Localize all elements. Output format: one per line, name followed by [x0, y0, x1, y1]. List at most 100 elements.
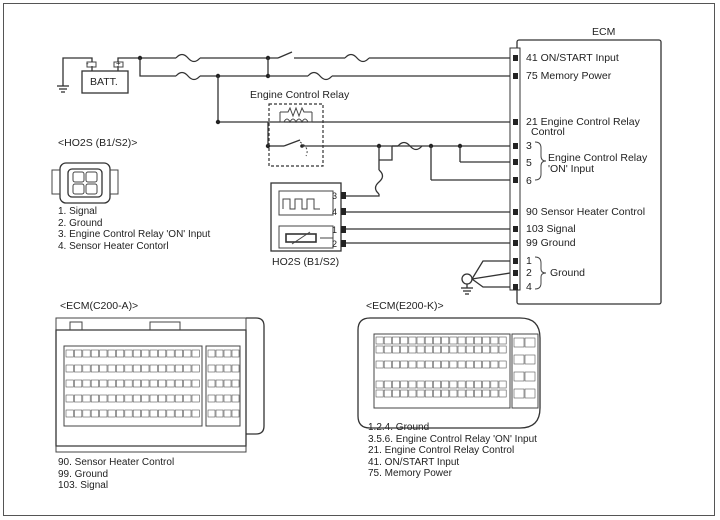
connector-cavity — [99, 409, 108, 418]
connector-cavity — [124, 394, 133, 403]
connector-cavity — [392, 345, 400, 354]
connector-cavity — [166, 394, 175, 403]
ecm-pin-103: 103 Signal — [526, 223, 576, 235]
connector-cavity — [191, 409, 200, 418]
connector-cavity — [166, 364, 175, 373]
connector-cavity — [424, 380, 433, 389]
connector-cavity — [375, 336, 384, 345]
connector-cavity — [433, 380, 441, 389]
connector-cavity — [90, 379, 99, 388]
connector-cavity — [207, 364, 216, 373]
ecm-pin-75: 75 Memory Power — [526, 70, 612, 82]
svg-text:-: - — [86, 59, 89, 68]
relay-label: Engine Control Relay — [250, 89, 350, 101]
connector-cavity — [524, 337, 536, 348]
ecm-pin-6: 6 — [526, 175, 532, 187]
connector-cavity — [158, 394, 167, 403]
connector-cavity — [441, 360, 450, 369]
connector-cavity — [482, 336, 491, 345]
connector-cavity — [231, 394, 240, 403]
connector-cavity — [116, 379, 125, 388]
connector-cavity — [223, 379, 232, 388]
connector-cavity — [482, 389, 491, 398]
connector-cavity — [132, 379, 141, 388]
connector-cavity — [74, 349, 83, 358]
connector-cavity — [408, 380, 417, 389]
connector-cavity — [141, 379, 150, 388]
connector-cavity — [74, 409, 83, 418]
ho2s-connector-face — [51, 162, 119, 204]
connector-cavity — [400, 380, 409, 389]
connector-cavity — [166, 349, 175, 358]
connector-cavity — [90, 394, 99, 403]
connector-cavity — [524, 388, 536, 399]
relay-input-brace — [534, 141, 547, 181]
connector-cavity — [149, 364, 158, 373]
connector-cavity — [65, 379, 74, 388]
connector-cavity — [392, 389, 400, 398]
ecm-e200k-legend: 1.2.4. Ground 3.5.6. Engine Control Rela… — [368, 422, 537, 479]
connector-cavity — [513, 337, 525, 348]
ground-brace — [534, 256, 547, 290]
connector-cavity — [82, 394, 91, 403]
connector-cavity — [392, 360, 400, 369]
connector-cavity — [141, 364, 150, 373]
connector-cavity — [392, 380, 400, 389]
connector-cavity — [498, 345, 507, 354]
ecm-pin-99: 99 Ground — [526, 237, 576, 249]
connector-cavity — [116, 409, 125, 418]
connector-cavity — [465, 360, 474, 369]
ecm-e200k-pin-grid — [375, 336, 536, 399]
connector-cavity — [513, 388, 525, 399]
connector-cavity — [174, 379, 183, 388]
ecm-c200a-pin-grid — [65, 349, 240, 418]
engine-control-relay — [265, 103, 324, 167]
connector-cavity — [392, 336, 400, 345]
connector-cavity — [482, 380, 491, 389]
connector-cavity — [191, 379, 200, 388]
connector-cavity — [498, 336, 507, 345]
connector-cavity — [400, 345, 409, 354]
connector-cavity — [474, 345, 482, 354]
connector-cavity — [183, 349, 192, 358]
connector-cavity — [149, 349, 158, 358]
connector-cavity — [524, 354, 536, 365]
connector-cavity — [416, 345, 425, 354]
connector-cavity — [215, 394, 224, 403]
connector-cavity — [465, 389, 474, 398]
connector-cavity — [116, 349, 125, 358]
connector-cavity — [490, 360, 499, 369]
connector-cavity — [132, 394, 141, 403]
connector-cavity — [375, 389, 384, 398]
connector-cavity — [416, 360, 425, 369]
connector-cavity — [207, 394, 216, 403]
connector-cavity — [158, 349, 167, 358]
relay-input-label-1: Engine Control Relay — [548, 152, 648, 164]
connector-cavity — [457, 336, 466, 345]
connector-cavity — [99, 349, 108, 358]
connector-cavity — [99, 364, 108, 373]
connector-cavity — [124, 409, 133, 418]
power-wires — [137, 51, 510, 125]
connector-cavity — [65, 364, 74, 373]
ecm-pin-3: 3 — [526, 140, 532, 152]
connector-cavity — [166, 379, 175, 388]
connector-cavity — [174, 349, 183, 358]
connector-cavity — [107, 379, 116, 388]
connector-cavity — [82, 409, 91, 418]
connector-cavity — [90, 364, 99, 373]
connector-cavity — [231, 409, 240, 418]
connector-cavity — [474, 360, 482, 369]
connector-cavity — [231, 349, 240, 358]
connector-cavity — [149, 394, 158, 403]
connector-cavity — [441, 345, 450, 354]
connector-cavity — [107, 349, 116, 358]
ecm-c200a-connector — [55, 317, 265, 453]
connector-cavity — [116, 394, 125, 403]
ho2s-pin-2: 2 — [332, 239, 338, 249]
connector-cavity — [124, 364, 133, 373]
ecm-pin-2: 2 — [526, 267, 532, 279]
connector-cavity — [408, 336, 417, 345]
connector-cavity — [191, 394, 200, 403]
